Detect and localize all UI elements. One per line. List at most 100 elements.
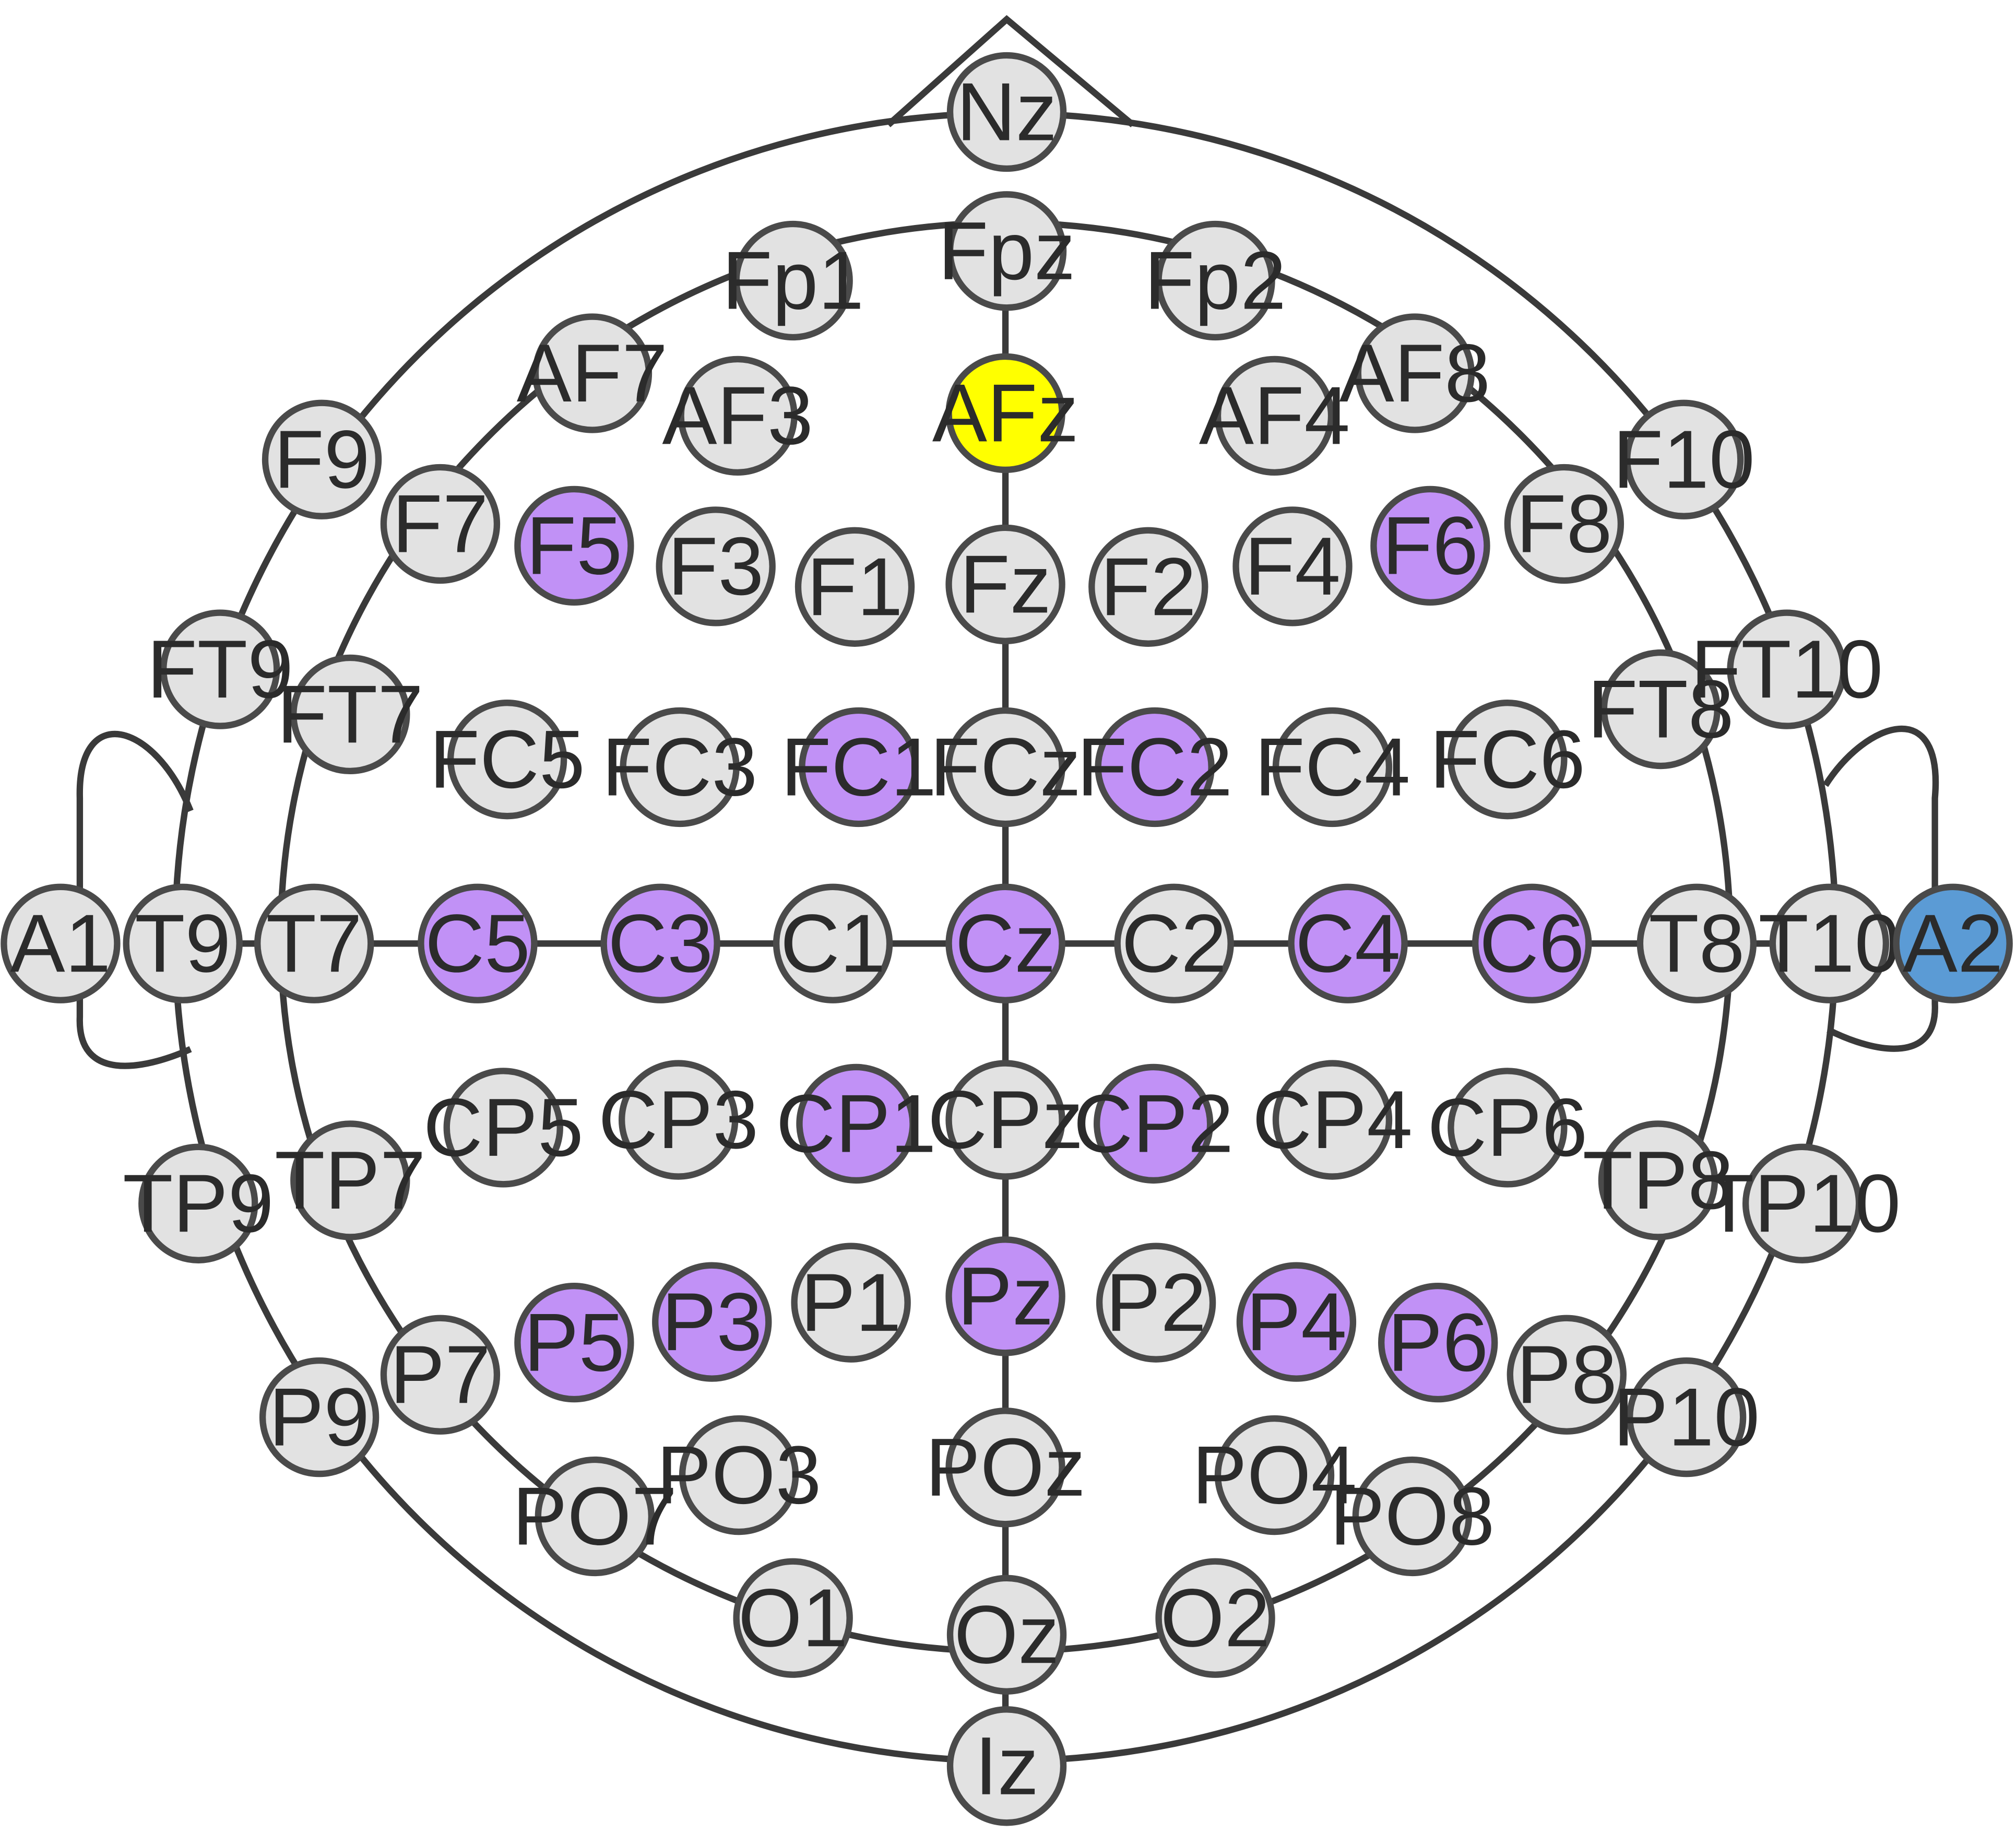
electrode-f7: F7 [380, 464, 501, 584]
electrode-cp6: CP6 [1427, 1068, 1587, 1188]
electrode-label: FT10 [1691, 623, 1883, 715]
electrode-label: F5 [526, 500, 622, 592]
electrode-f9: F9 [262, 399, 382, 519]
electrode-label: P1 [801, 1257, 902, 1349]
electrode-label: FC3 [602, 722, 757, 813]
electrode-circle [946, 1575, 1067, 1695]
electrode-f1: F1 [794, 527, 915, 647]
electrode-cpz: CPz [928, 1060, 1083, 1180]
electrode-circle [290, 1120, 410, 1240]
electrode-f2: F2 [1088, 527, 1208, 647]
electrode-afz: AFz [932, 353, 1079, 474]
electrode-circle [262, 399, 382, 519]
electrode-circle [514, 1282, 634, 1403]
electrode-label: CPz [928, 1074, 1083, 1166]
electrode-label: P3 [661, 1276, 762, 1368]
electrode-cp4: CP4 [1252, 1060, 1413, 1180]
electrode-fp2: Fp2 [1144, 220, 1286, 341]
electrode-f10: F10 [1613, 399, 1755, 519]
electrode-label: Iz [975, 1720, 1039, 1812]
electrode-circle [1214, 356, 1335, 476]
electrode-label: P8 [1516, 1329, 1617, 1421]
electrode-a2: A2 [1893, 883, 2013, 1003]
electrode-t9: T9 [123, 883, 243, 1003]
electrode-oz: Oz [946, 1575, 1067, 1695]
electrode-label: O2 [1160, 1572, 1271, 1664]
electrode-label: PO8 [1330, 1470, 1495, 1562]
electrode-label: T8 [1649, 897, 1745, 989]
electrode-label: F4 [1244, 521, 1341, 612]
electrode-label: FC4 [1254, 722, 1410, 813]
electrode-af8: AF8 [1339, 313, 1490, 433]
electrode-circle [1155, 1558, 1275, 1678]
electrode-fc3: FC3 [602, 707, 757, 827]
electrode-p6: P6 [1378, 1282, 1498, 1403]
right-ear-shape [1822, 725, 1939, 1052]
electrode-label: C3 [608, 897, 713, 989]
electrode-circle [945, 1060, 1065, 1180]
electrode-circle [1352, 1456, 1473, 1577]
electrode-p1: P1 [791, 1243, 911, 1363]
electrode-pz: Pz [945, 1236, 1065, 1356]
electrode-label: CP2 [1073, 1078, 1234, 1169]
electrode-circle [1378, 1282, 1498, 1403]
electrode-p9: P9 [259, 1357, 380, 1477]
electrode-circle [1114, 883, 1234, 1003]
left-ear-shape [76, 731, 194, 1069]
electrode-label: P2 [1106, 1257, 1206, 1349]
electrode-tp9: TP9 [123, 1143, 274, 1263]
electrode-circle [123, 883, 243, 1003]
electrode-label: P10 [1613, 1371, 1760, 1463]
electrode-circle [1288, 883, 1408, 1003]
electrode-circle [946, 52, 1067, 172]
electrode-circle [1272, 707, 1393, 827]
electrode-label: P9 [269, 1371, 370, 1463]
electrode-circle [1272, 1060, 1393, 1180]
electrode-fcz: FCz [930, 707, 1081, 827]
electrode-p8: P8 [1507, 1315, 1627, 1435]
electrode-circle [794, 527, 915, 647]
electrode-ft8: FT8 [1587, 649, 1734, 770]
electrode-p7: P7 [380, 1315, 501, 1435]
electrode-po4: PO4 [1192, 1415, 1357, 1535]
electrode-label: P5 [524, 1297, 624, 1389]
electrode-label: AF4 [1199, 370, 1350, 462]
electrode-label: C5 [425, 897, 530, 989]
electrode-f8: F8 [1504, 464, 1624, 584]
electrode-circle [945, 1408, 1065, 1528]
electrode-circle [946, 191, 1067, 311]
electrode-circle [1088, 527, 1208, 647]
electrode-circle [796, 1063, 916, 1184]
electrode-label: T7 [266, 897, 362, 989]
electrode-circle [791, 1243, 911, 1363]
electrode-label: C2 [1121, 897, 1227, 989]
electrode-label: FC5 [430, 714, 585, 806]
electrode-cp2: CP2 [1073, 1063, 1234, 1184]
electrode-fc1: FC1 [781, 707, 936, 827]
electrode-label: AF7 [517, 327, 668, 419]
electrode-label: AFz [932, 367, 1079, 459]
electrode-o2: O2 [1155, 1558, 1275, 1678]
electrode-label: PO4 [1192, 1429, 1357, 1521]
electrode-circle [1370, 486, 1490, 606]
electrode-circle [380, 1315, 501, 1435]
electrode-label: FT7 [277, 668, 424, 760]
electrode-label: Fp2 [1144, 235, 1286, 327]
electrode-tp7: TP7 [275, 1120, 426, 1240]
electrode-f5: F5 [514, 486, 634, 606]
electrode-ft10: FT10 [1691, 609, 1883, 729]
electrode-label: FCz [930, 722, 1081, 813]
electrode-label: F10 [1613, 413, 1755, 505]
electrode-label: Cz [955, 897, 1056, 989]
electrode-circle [447, 700, 567, 820]
electrode-label: Pz [957, 1250, 1053, 1342]
electrode-label: Nz [956, 66, 1057, 158]
electrode-label: Fp1 [722, 235, 864, 327]
electrode-label: T10 [1758, 897, 1900, 989]
electrode-label: A2 [1903, 897, 2003, 989]
electrode-af7: AF7 [517, 313, 668, 433]
electrode-cz: Cz [945, 883, 1065, 1003]
electrode-label: C1 [780, 897, 886, 989]
electrode-c1: C1 [773, 883, 893, 1003]
